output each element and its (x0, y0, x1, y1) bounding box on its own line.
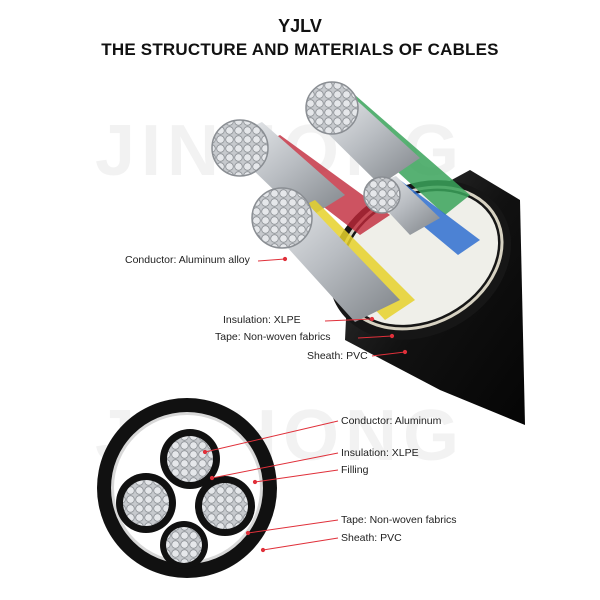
cross-core-bottom-conductor (166, 527, 202, 563)
perspective-leaders (257, 256, 408, 357)
label-conductor-aluminum-alloy: Conductor: Aluminum alloy (125, 254, 250, 266)
label-cross-tape-non-woven: Tape: Non-woven fabrics (341, 514, 457, 526)
label-cross-filling: Filling (341, 464, 369, 476)
cross-core-top-conductor (167, 436, 213, 482)
cross-core-right-conductor (202, 483, 248, 529)
core-green-end (305, 81, 359, 135)
label-tape-non-woven: Tape: Non-woven fabrics (215, 331, 331, 343)
cross-section-leaders (202, 420, 339, 553)
label-insulation-xlpe: Insulation: XLPE (223, 314, 301, 326)
cable-cross-section (97, 398, 277, 578)
cable-perspective (211, 81, 525, 425)
label-cross-sheath-pvc: Sheath: PVC (341, 532, 402, 544)
label-cross-conductor-aluminum: Conductor: Aluminum (341, 415, 442, 427)
core-yellow-end (251, 187, 313, 249)
cross-core-left-conductor (123, 480, 169, 526)
page-title: THE STRUCTURE AND MATERIALS OF CABLES (101, 40, 499, 59)
cable-model-title: YJLV (278, 16, 322, 36)
label-sheath-pvc: Sheath: PVC (307, 350, 368, 362)
core-red-end (211, 119, 269, 177)
label-cross-insulation-xlpe: Insulation: XLPE (341, 447, 419, 459)
core-blue-end (363, 176, 401, 214)
